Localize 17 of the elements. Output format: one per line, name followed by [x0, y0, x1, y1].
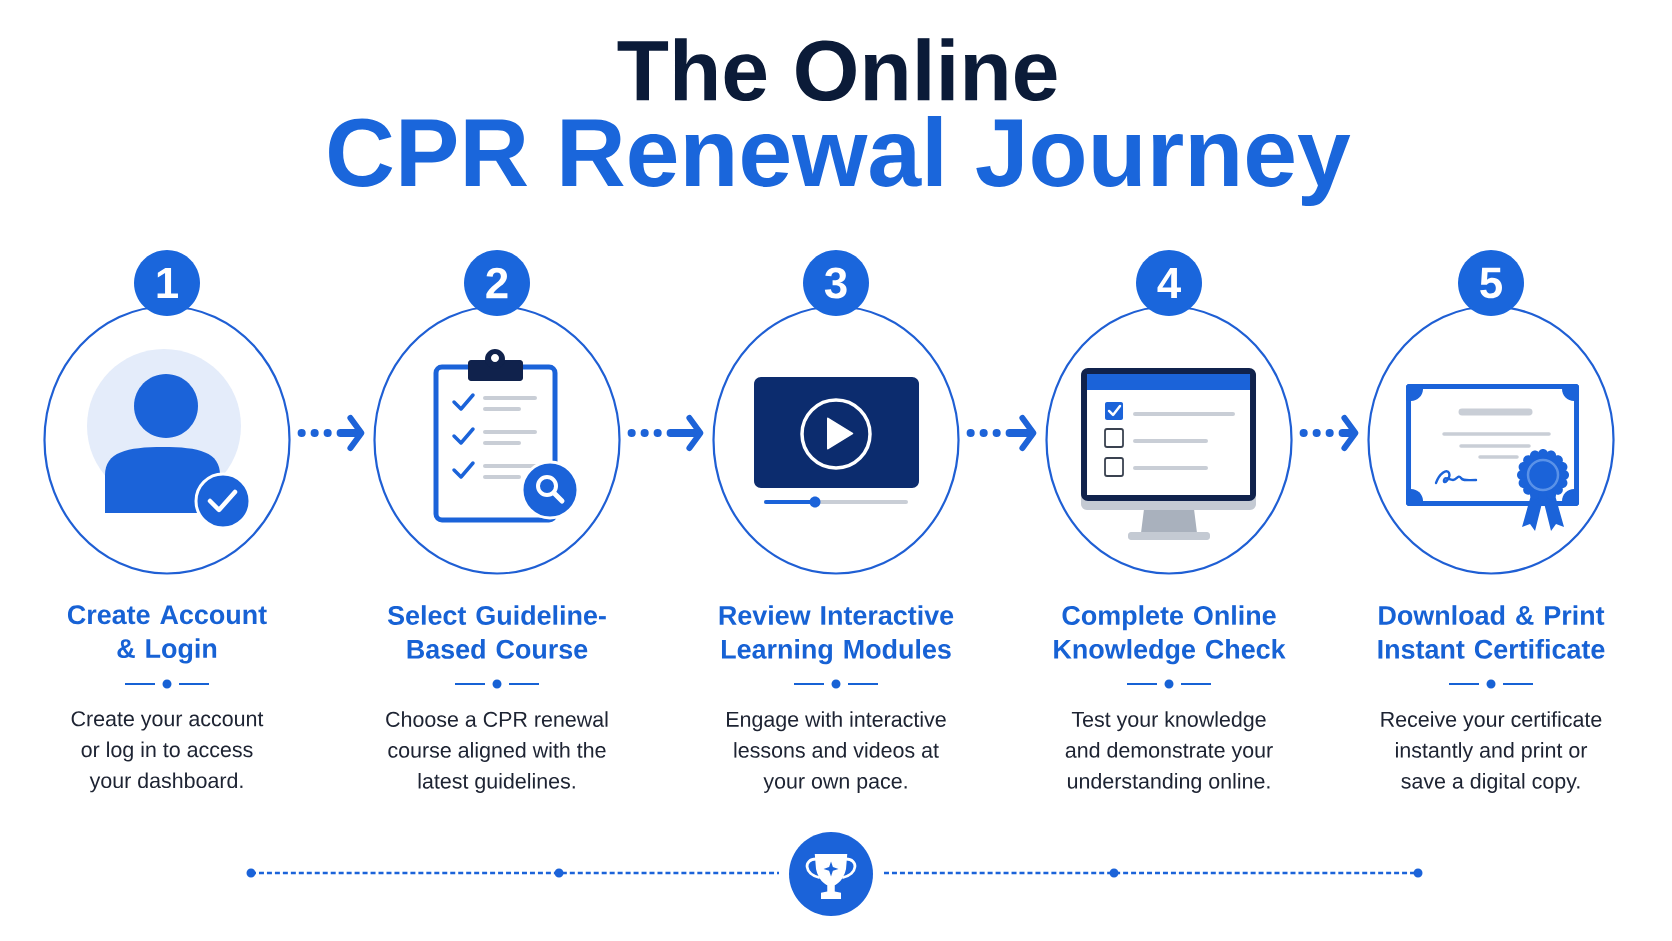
number-badge: 4 — [1136, 250, 1202, 316]
number-badge: 2 — [464, 250, 530, 316]
step-description: Test your knowledge and demonstrate your understanding online. — [1065, 711, 1273, 793]
step-heading: Select Guideline-Based Course — [387, 605, 606, 659]
step-description: Receive your certificate instantly and print or save a digital copy. — [1381, 711, 1602, 793]
number-badge: 3 — [803, 250, 869, 316]
step-heading: Create Account & Login — [67, 605, 267, 664]
arrow — [627, 415, 704, 451]
step-heading: Review Interactive Learning Modules — [719, 605, 954, 665]
step-heading: Complete Online Knowledge Check — [1054, 605, 1286, 665]
step-description: Choose a CPR renewal course aligned with the latest guidelines. — [386, 711, 608, 793]
step-description: Create your account or log in to access your dashboard. — [71, 711, 264, 793]
step-description: Engage with interactive lessons and videos at your own pace. — [727, 711, 946, 793]
number-badge: 1 — [134, 250, 200, 316]
step-heading: Download & Print Instant Certificate — [1378, 605, 1605, 659]
number-badge: 5 — [1458, 250, 1524, 316]
title: The Online CPR Renewal Journey — [329, 38, 1351, 206]
